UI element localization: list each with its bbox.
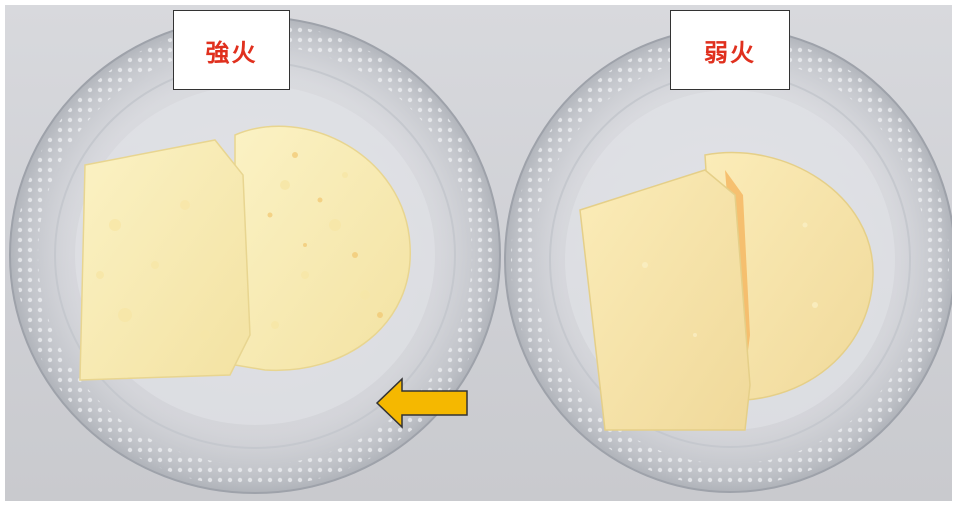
photo-illustration [9, 16, 952, 494]
arrow-left-icon [375, 377, 468, 429]
label-strong-heat: 強火 [173, 10, 290, 90]
label-weak-heat: 弱火 [670, 10, 790, 90]
right-pudding [579, 151, 874, 431]
left-pudding [79, 125, 411, 381]
photo-comparison [5, 5, 952, 501]
